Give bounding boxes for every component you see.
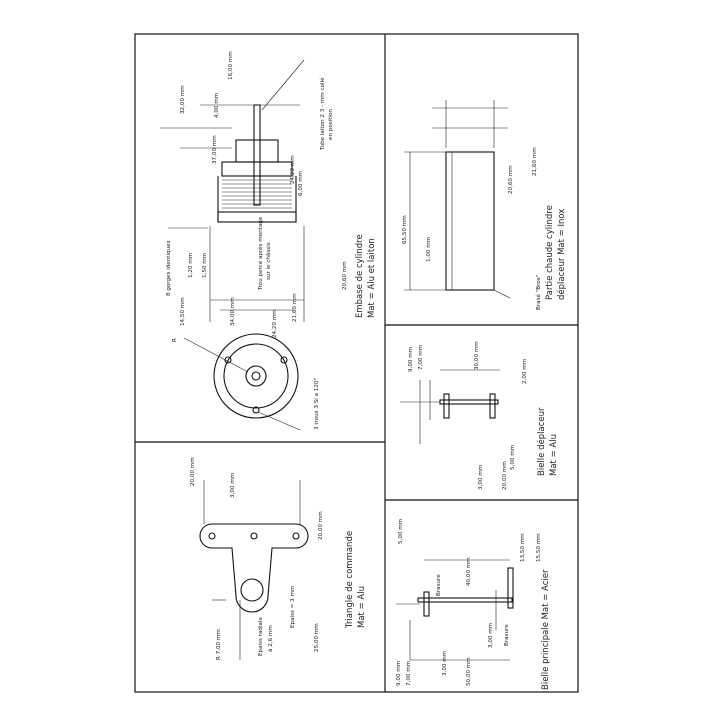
dim-4: 4,00 mm — [214, 93, 220, 118]
caption-line-2: déplaceur Mat = Inox — [556, 209, 567, 300]
dim-30: 30,00 mm — [474, 341, 480, 370]
dim-21-6: 21,60 mm — [292, 293, 298, 322]
dim-24-bottom: 24,20 mm — [272, 309, 278, 338]
dim-9: 9,00 mm — [408, 347, 414, 372]
triangle-outline — [199, 523, 309, 613]
sheet-frame — [134, 33, 579, 693]
cooling-fins — [217, 161, 297, 223]
dim-3: 3,00 mm — [478, 465, 484, 490]
note-bore-2: à 2,6 mm — [267, 625, 274, 652]
note-tube-pos: en position — [328, 109, 334, 140]
note-grooves: 8 gorges identiques — [166, 240, 172, 296]
caption-line-1: Embase de cylindre — [355, 234, 365, 318]
panel-displacer-rod: 9,00 mm 7,00 mm 30,00 mm 2,00 mm 3,00 mm… — [400, 341, 559, 490]
dim-40: 40,00 mm — [466, 557, 472, 586]
dim-5: 5,00 mm — [398, 519, 404, 544]
dim-7: 7,00 mm — [418, 345, 424, 370]
dim-37: 37,00 mm — [212, 135, 218, 164]
dim-20-6-top: 20,60 mm — [508, 165, 514, 194]
main-rod-bar — [417, 597, 513, 603]
dim-24-top: 24,20 mm — [290, 155, 296, 184]
flange-inner — [223, 343, 289, 409]
pivot-hole-left — [208, 532, 216, 540]
note-brazing-bottom: Brasure — [504, 624, 510, 646]
note-bore: Epaiss radiale — [258, 617, 264, 656]
caption-line-2: Mat = Alu et laiton — [367, 238, 377, 318]
pivot-hole-right — [292, 532, 300, 540]
dim-20: 20,00 mm — [502, 461, 508, 490]
dim-1-5: 1,50 mm — [202, 253, 208, 278]
note-hole-2: sur le châssis — [265, 242, 272, 280]
dim-1-2: 1,20 mm — [188, 253, 194, 278]
panel-displacer-tube: 21,60 mm 20,60 mm 65,50 mm 1,00 mm Brasé… — [402, 100, 567, 310]
mount-hole-3 — [252, 406, 260, 414]
dim-9: 9,00 mm — [396, 661, 402, 686]
caption-line-1: Bielle principale Mat = Acier — [541, 569, 551, 690]
dim-21-6-top: 21,60 mm — [532, 147, 538, 176]
note-brazed: Brasé "Brox" — [535, 274, 542, 310]
dim-32: 32,00 mm — [180, 85, 186, 114]
main-rod-end-left — [423, 591, 430, 617]
note-radius: R — [172, 338, 178, 342]
panel-control-triangle: 20,00 mm 3,00 mm 20,00 mm R 7,00 mm 25,0… — [190, 457, 367, 660]
dim-65-5: 65,50 mm — [402, 215, 408, 244]
dim-14-5: 14,50 mm — [180, 297, 186, 326]
dim-50: 50,00 mm — [466, 657, 472, 686]
caption-line-1: Triangle de commande — [345, 531, 355, 629]
panel-main-rod: 5,00 mm 40,00 mm 13,50 mm 15,50 mm 9,00 … — [396, 519, 551, 690]
note-hole: Trou percé après montage — [257, 216, 264, 291]
displacer-cylinder — [445, 151, 495, 291]
caption-line-1: Bielle déplaceur — [536, 407, 547, 476]
dim-13-5: 13,50 mm — [520, 533, 526, 562]
caption-line-2: Mat = Alu — [549, 434, 559, 476]
note-thickness: Epaiss = 3 mm — [290, 586, 296, 628]
dim-1: 1,00 mm — [426, 237, 432, 262]
dim-20-6: 20,60 mm — [342, 261, 348, 290]
main-rod-end-right — [507, 567, 514, 609]
dim-20-top: 20,00 mm — [190, 457, 196, 486]
rod-end-left — [443, 393, 450, 419]
dim-20-right: 20,00 mm — [318, 511, 324, 540]
note-tube: Tube laiton 2 3 - mm collé — [319, 77, 326, 151]
caption-line-1: Partie chaude cylindre — [545, 205, 555, 300]
dim-3-left: 3,00 mm — [442, 651, 448, 676]
top-boss — [235, 139, 279, 163]
brass-tube — [253, 104, 261, 206]
dim-3-right: 3,00 mm — [488, 623, 494, 648]
dim-5: 5,00 mm — [510, 445, 516, 470]
dim-7: 7,00 mm — [406, 661, 412, 686]
lower-bore — [240, 578, 264, 602]
caption-line-2: Mat = Alu — [357, 586, 367, 628]
dim-r7: R 7,00 mm — [216, 629, 222, 660]
dim-15-5: 15,50 mm — [536, 533, 542, 562]
dim-3-hole: 3,00 mm — [230, 473, 236, 498]
dim-34: 34,00 mm — [230, 297, 236, 326]
mount-hole-2 — [280, 356, 288, 364]
rod-end-right — [489, 393, 496, 419]
flange-bore — [251, 371, 261, 381]
note-three-holes: 3 trous 3 Si a 120° — [314, 378, 320, 430]
dim-25: 25,00 mm — [314, 623, 320, 652]
pivot-hole-center — [250, 532, 258, 540]
note-brazing-top: Brasure — [436, 574, 442, 596]
flange-outer — [213, 333, 299, 419]
dim-16: 16,00 mm — [228, 51, 234, 80]
dim-6: 6,00 mm — [298, 171, 304, 196]
flange-boss — [245, 365, 267, 387]
panel-cylinder-base: 16,00 mm 32,00 mm 4,00 mm 37,00 mm 6,00 … — [160, 51, 377, 431]
dim-2: 2,00 mm — [522, 359, 528, 384]
